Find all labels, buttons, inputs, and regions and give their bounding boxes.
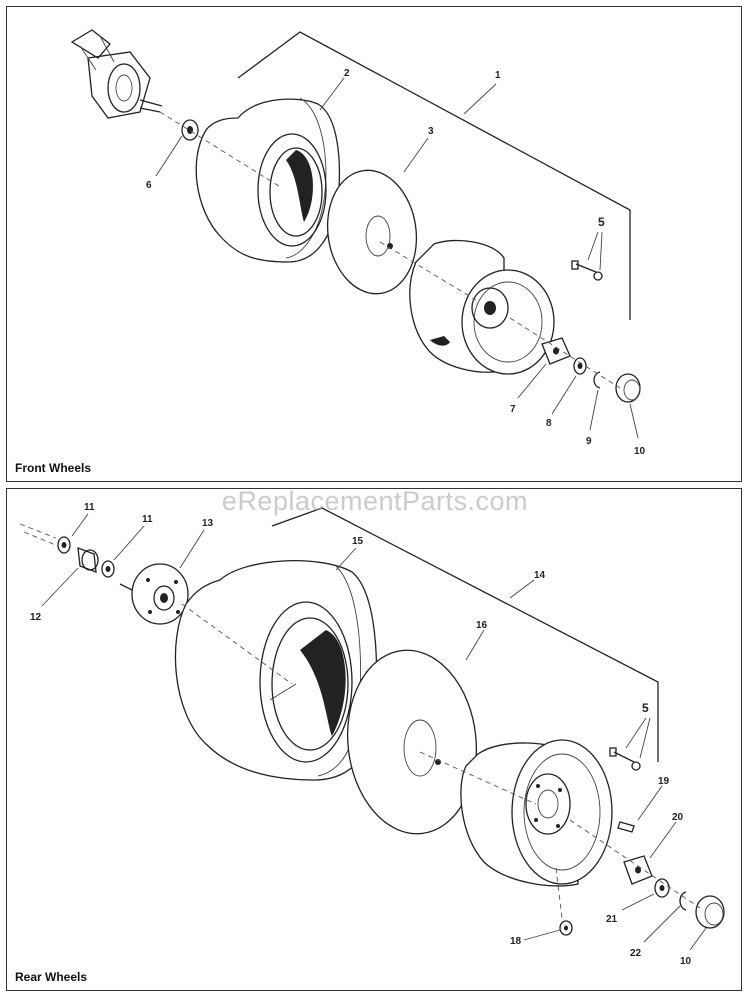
front-callout-10: 10: [634, 446, 646, 457]
rear-callout-5: 5: [642, 701, 649, 715]
front-callout-1: 1: [495, 70, 501, 81]
front-assembly-bracket: [237, 31, 631, 320]
front-washer-8: [573, 357, 587, 375]
front-callout-5: 5: [598, 215, 605, 229]
front-leader-lines: [155, 77, 639, 439]
rear-valve-18: [555, 867, 573, 936]
front-washer-6: [181, 119, 199, 141]
rear-callout-21: 21: [606, 914, 618, 925]
rear-callout-12: 12: [30, 612, 42, 623]
front-callout-8: 8: [546, 418, 552, 429]
rear-bearing-11b: [101, 560, 115, 578]
rear-clip-22: [679, 891, 687, 911]
rear-washer-21: [654, 878, 670, 898]
rear-hub-13: [119, 563, 189, 625]
front-tube-3: [326, 169, 418, 295]
rear-callout-11: 11: [142, 514, 153, 525]
rear-callout-18: 18: [510, 936, 522, 947]
rear-callout-13: 13: [202, 518, 214, 529]
rear-callout-19: 19: [658, 776, 670, 787]
rear-wheels-title: Rear Wheels: [15, 970, 88, 984]
front-callout-9: 9: [586, 436, 592, 447]
front-axis-centerline: [159, 111, 621, 389]
front-callout-2: 2: [344, 68, 350, 79]
rear-callout-10: 10: [680, 956, 692, 967]
rear-callout-14: 14: [534, 570, 546, 581]
front-callout-6: 6: [146, 180, 152, 191]
rear-spacer-12: [77, 547, 99, 573]
rear-axis-centerline: [181, 603, 701, 909]
rear-cap-10: [695, 895, 725, 929]
front-rim: [409, 239, 555, 375]
rear-axle-stub: [19, 523, 59, 547]
rear-rim: [460, 739, 613, 887]
rear-key-19: [617, 821, 635, 833]
front-clip-9: [593, 371, 601, 389]
rear-callout-15: 15: [352, 536, 364, 547]
front-wheels-title: Front Wheels: [15, 461, 92, 475]
front-plate-7: [541, 337, 571, 365]
front-bolt-5: [571, 260, 603, 281]
front-callout-7: 7: [510, 404, 516, 415]
front-callout-3: 3: [428, 126, 434, 137]
rear-tube-16: [346, 649, 478, 835]
rear-callout-20: 20: [672, 812, 684, 823]
rear-assembly-bracket: [271, 507, 659, 762]
front-cap-10: [615, 373, 641, 403]
front-spindle-assembly: [70, 29, 163, 119]
rear-tire-15: [174, 560, 378, 781]
rear-leader-lines: [41, 513, 707, 951]
rear-bolt-5: [609, 747, 641, 771]
rear-plate-20: [623, 855, 653, 885]
front-tire-2: [195, 97, 340, 263]
rear-callout-22: 22: [630, 948, 642, 959]
rear-bearing-11a: [57, 536, 71, 554]
rear-callout-16: 16: [476, 620, 488, 631]
rear-callout-11: 11: [84, 502, 95, 513]
